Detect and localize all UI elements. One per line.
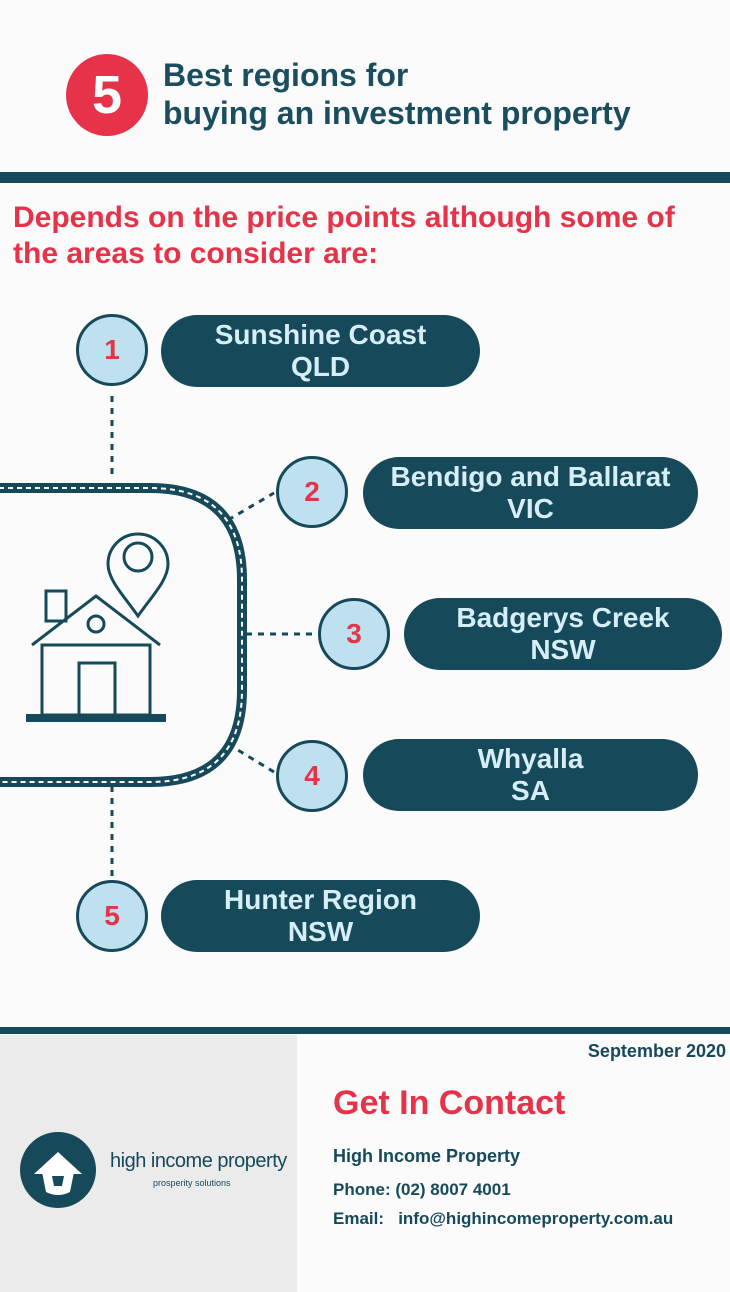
footer-divider <box>0 1027 730 1034</box>
email-link[interactable]: info@highincomeproperty.com.au <box>398 1209 674 1228</box>
region-number-5: 5 <box>76 880 148 952</box>
publish-date: September 2020 <box>587 1041 726 1061</box>
connector-graphic <box>0 396 316 880</box>
region-state: VIC <box>507 493 554 524</box>
region-name: Sunshine Coast <box>214 319 427 350</box>
region-name: Hunter Region <box>224 884 417 915</box>
region-state: NSW <box>530 634 596 665</box>
region-name: Whyalla <box>477 743 584 774</box>
email-row: Email: info@highincomeproperty.com.au <box>333 1209 673 1229</box>
region-pill-5: Hunter Region NSW <box>161 880 480 952</box>
logo-name: high income property <box>110 1150 287 1172</box>
region-pill-4: Whyalla SA <box>363 739 698 811</box>
region-state: QLD <box>290 351 351 382</box>
region-pill-2: Bendigo and Ballarat VIC <box>363 457 698 529</box>
region-pill-3: Badgerys Creek NSW <box>404 598 722 670</box>
region-name: Bendigo and Ballarat <box>390 461 671 492</box>
header-divider <box>0 172 730 183</box>
house-with-location-pin-icon <box>26 532 170 722</box>
email-label: Email: <box>333 1209 385 1228</box>
subheading: Depends on the price points although som… <box>13 201 675 270</box>
region-state: SA <box>511 775 550 806</box>
contact-title: Get In Contact <box>333 1084 566 1122</box>
region-state: NSW <box>287 916 354 947</box>
page-title-line-1: Best regions for <box>163 57 409 93</box>
header-number-badge: 5 <box>66 54 148 136</box>
region-number-4: 4 <box>276 740 348 812</box>
page-title-line-2: buying an investment property <box>163 95 631 131</box>
company-name: High Income Property <box>333 1146 521 1166</box>
region-number-1: 1 <box>76 314 148 386</box>
house-logo-icon <box>20 1132 96 1208</box>
region-number-2: 2 <box>276 456 348 528</box>
region-number-3: 3 <box>318 598 390 670</box>
phone-number: Phone: (02) 8007 4001 <box>333 1180 511 1199</box>
region-pill-1: Sunshine Coast QLD <box>161 315 480 387</box>
region-name: Badgerys Creek <box>456 602 670 633</box>
logo-tagline: prosperity solutions <box>153 1178 231 1188</box>
